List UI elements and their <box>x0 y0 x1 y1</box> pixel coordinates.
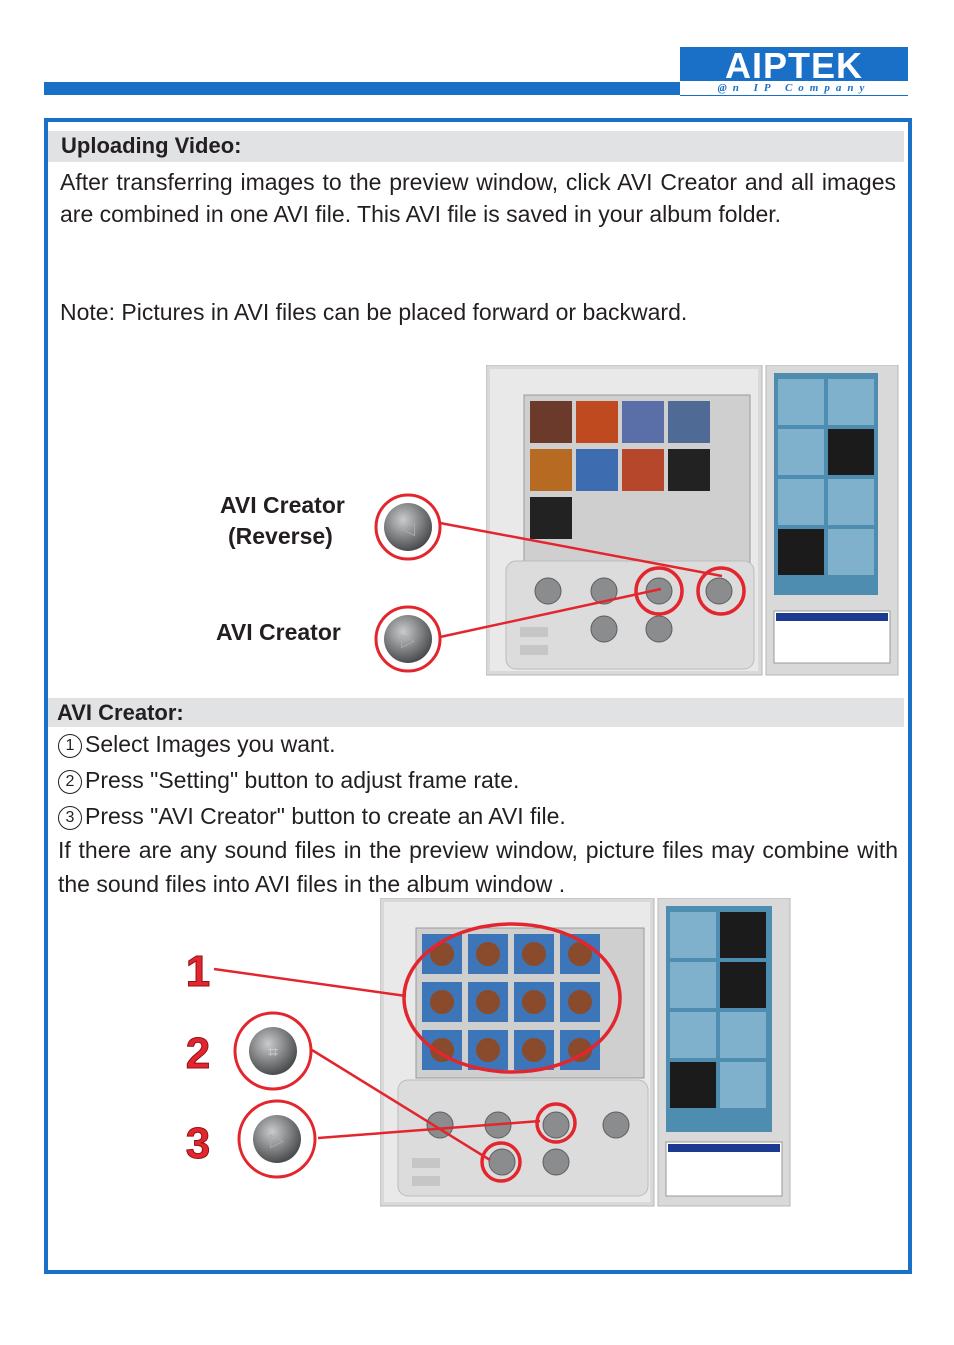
header-bar <box>44 82 680 95</box>
content-frame <box>44 118 912 1274</box>
section-heading-upload: Uploading Video: <box>48 131 904 162</box>
avi-sound-description: If there are any sound files in the prev… <box>58 837 898 897</box>
section-heading-avi-creator: AVI Creator: <box>48 698 904 727</box>
aiptek-logo: AIPTEK @n IP Company <box>680 47 908 96</box>
label-avi-creator-reverse-1: AVI Creator <box>220 492 345 518</box>
upload-note: Note: Pictures in AVI files can be place… <box>60 299 688 325</box>
logo-tagline-strip: @n IP Company <box>680 81 908 95</box>
logo-text: AIPTEK <box>724 45 863 86</box>
step-number: 2 <box>58 770 82 794</box>
step-text: Press "Setting" button to adjust frame r… <box>85 767 520 793</box>
label-avi-creator: AVI Creator <box>216 619 341 645</box>
step-text: Select Images you want. <box>85 731 336 757</box>
step-number: 1 <box>58 734 82 758</box>
logo-tagline: @n IP Company <box>717 82 871 94</box>
step-number: 3 <box>58 806 82 830</box>
upload-description: After transferring images to the preview… <box>60 169 896 227</box>
step-text: Press "AVI Creator" button to create an … <box>85 803 566 829</box>
screenshot-2 <box>380 898 791 1207</box>
label-avi-creator-reverse-2: (Reverse) <box>228 523 333 549</box>
screenshot-1 <box>486 365 899 676</box>
